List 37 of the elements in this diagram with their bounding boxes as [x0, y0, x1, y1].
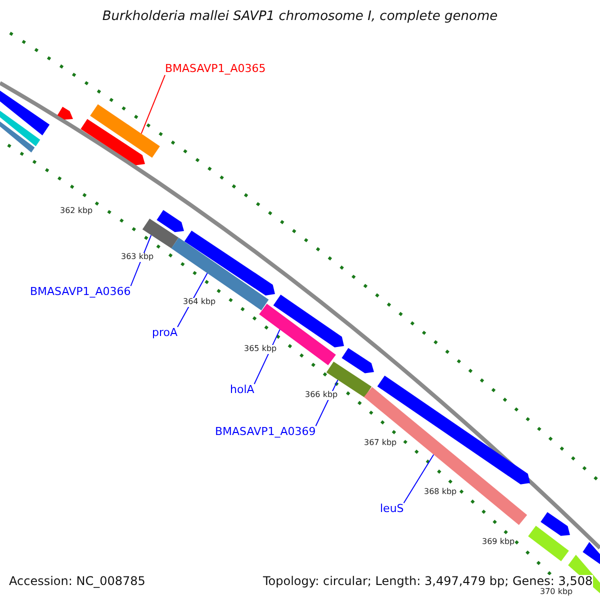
scale-label: 370 kbp — [540, 588, 573, 597]
title: Burkholderia mallei SAVP1 chromosome I, complete genome — [101, 10, 499, 24]
gene-label: leuS — [380, 503, 404, 516]
gene-bar — [90, 104, 160, 158]
leader-line — [403, 454, 434, 504]
gene-label: proA — [152, 327, 178, 340]
leader-line — [140, 74, 166, 134]
gene-bar — [57, 106, 73, 120]
gene-bar — [342, 348, 374, 374]
scale-label: 369 kbp — [482, 538, 515, 547]
scale-label: 367 kbp — [364, 439, 397, 448]
gene-bar — [364, 387, 528, 525]
gene-label: holA — [230, 384, 254, 396]
gene-bar — [184, 230, 275, 296]
gene-bar — [528, 526, 569, 562]
gene-bar — [156, 210, 184, 232]
scale-label: 366 kbp — [305, 391, 338, 400]
gene-bar — [0, 110, 40, 146]
gene-bar — [540, 512, 570, 536]
scale-label: 364 kbp — [183, 298, 216, 307]
gene-bar — [80, 119, 145, 166]
scale-label: 362 kbp — [60, 207, 93, 216]
scale-label: 368 kbp — [424, 488, 457, 497]
gene-bar — [0, 122, 35, 152]
genome-info-text: Topology: circular; Length: 3,497,479 bp; Genes: 3,508 — [263, 575, 593, 588]
scale-label: 363 kbp — [121, 253, 154, 262]
scale-label: 365 kbp — [244, 345, 277, 354]
gene-bar — [259, 304, 336, 366]
gene-bar — [0, 90, 50, 136]
gene-label: BMASAVP1_A0366 — [30, 286, 131, 298]
gene-bar — [377, 376, 530, 484]
accession-text: Accession: NC_008785 — [9, 575, 146, 588]
gene-bar — [142, 218, 179, 248]
gene-bar — [171, 238, 269, 310]
gene-label: BMASAVP1_A0365 — [165, 63, 266, 76]
gene-bar — [582, 542, 600, 564]
gene-label: BMASAVP1_A0369 — [215, 426, 316, 438]
